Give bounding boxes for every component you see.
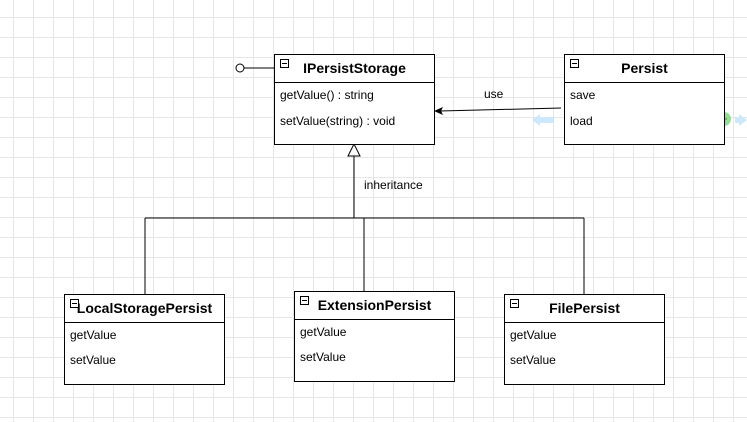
persist-header: Persist: [565, 55, 724, 83]
inheritance-arrowhead: [347, 142, 361, 157]
use-edge[interactable]: [439, 107, 562, 112]
lollipop-circle[interactable]: [235, 63, 245, 73]
collapse-toggle-icon[interactable]: [70, 299, 79, 308]
collapse-toggle-icon[interactable]: [570, 59, 579, 68]
localstoragepersist-title: LocalStoragePersist: [76, 300, 213, 316]
filepersist-member-getvalue: getValue: [510, 328, 557, 342]
persist-member-save: save: [570, 88, 596, 102]
filepersist-class[interactable]: FilePersist getValue setValue: [504, 294, 665, 385]
use-arrowhead: [434, 107, 443, 115]
collapse-toggle-icon[interactable]: [510, 299, 519, 308]
ipersiststorage-member-getvalue: getValue() : string: [280, 88, 374, 102]
extensionpersist-class[interactable]: ExtensionPersist getValue setValue: [294, 291, 455, 382]
localstoragepersist-member-getvalue: getValue: [70, 328, 117, 342]
persist-class[interactable]: Persist save load: [564, 54, 725, 145]
persist-member-load: load: [570, 114, 593, 128]
filepersist-header: FilePersist: [505, 295, 664, 323]
collapse-toggle-icon[interactable]: [280, 59, 289, 68]
filepersist-member-setvalue: setValue: [510, 353, 556, 367]
filepersist-title: FilePersist: [549, 300, 620, 316]
use-edge-label[interactable]: use: [484, 87, 504, 101]
ipersiststorage-member-setvalue: setValue(string) : void: [280, 114, 396, 128]
inheritance-edge-label[interactable]: inheritance: [364, 178, 423, 192]
localstoragepersist-member-setvalue: setValue: [70, 353, 116, 367]
extensionpersist-header: ExtensionPersist: [295, 292, 454, 320]
ipersiststorage-class[interactable]: IPersistStorage getValue() : string setV…: [274, 54, 435, 145]
localstoragepersist-class[interactable]: LocalStoragePersist getValue setValue: [64, 294, 225, 385]
localstoragepersist-header: LocalStoragePersist: [65, 295, 224, 323]
extensionpersist-member-getvalue: getValue: [300, 325, 347, 339]
left-hover-arrow-icon[interactable]: [532, 114, 554, 126]
persist-title: Persist: [621, 60, 668, 76]
ipersiststorage-title: IPersistStorage: [303, 60, 406, 76]
ipersiststorage-header: IPersistStorage: [275, 55, 434, 83]
collapse-toggle-icon[interactable]: [300, 296, 309, 305]
right-hover-arrow-icon[interactable]: [735, 114, 747, 126]
extensionpersist-title: ExtensionPersist: [317, 297, 432, 313]
extensionpersist-member-setvalue: setValue: [300, 350, 346, 364]
